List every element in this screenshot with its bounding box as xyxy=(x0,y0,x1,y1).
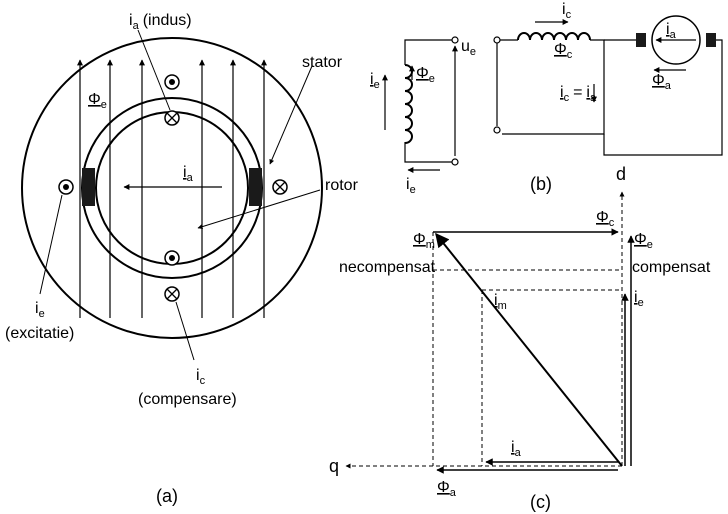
label-excitatie: (excitatie) xyxy=(5,325,74,342)
stator-outer-circle xyxy=(21,37,323,339)
terminal-bottom xyxy=(451,158,459,166)
label-ue: ue xyxy=(461,38,476,58)
label-compensare: (compensare) xyxy=(138,391,237,408)
label-phi-e-c: Φe xyxy=(634,231,653,251)
conductor-cross-right xyxy=(272,179,288,195)
conductor-cross-bottom xyxy=(164,286,180,302)
leader-ie xyxy=(39,194,63,295)
excitation-wire xyxy=(404,39,455,163)
panel-c: d q Φc Φm Φe necompensat compensat im ie… xyxy=(329,164,711,512)
label-q-axis: q xyxy=(329,456,339,476)
label-phi-e-b: Φe xyxy=(416,65,435,85)
brush-left xyxy=(636,33,646,47)
caption-c: (c) xyxy=(530,492,551,512)
excitation-coil xyxy=(404,64,413,144)
leader-ia-indus xyxy=(137,29,171,111)
leader-stator xyxy=(269,65,313,165)
label-ia-c: ia xyxy=(511,439,522,459)
terminal-b-left-bottom xyxy=(493,126,501,134)
brush-right xyxy=(706,33,716,47)
pole-right xyxy=(249,168,262,206)
label-necompensat: necompensat xyxy=(339,259,436,276)
label-ic-eq-ia: ic=ia xyxy=(560,84,597,104)
label-phi-e: Φe xyxy=(88,91,107,111)
label-ie-bottom: ie xyxy=(406,176,416,196)
caption-b: (b) xyxy=(530,174,552,194)
pole-left xyxy=(82,168,95,206)
leader-ic xyxy=(175,301,195,361)
label-ic-top: ic xyxy=(562,1,572,21)
armature-wire xyxy=(603,39,723,156)
label-phi-m: Φm xyxy=(413,231,435,251)
label-ia-indus: ia(indus) xyxy=(129,12,192,32)
label-ie: ie xyxy=(35,300,45,320)
label-d-axis: d xyxy=(616,164,626,184)
conductor-cross-top xyxy=(164,110,180,126)
panel-a: ia(indus) stator rotor Φe ia ie (excitat… xyxy=(5,12,359,506)
label-compensat: compensat xyxy=(632,259,711,276)
label-ia-center: ia xyxy=(183,164,194,184)
panel-b: ie Φe ue ie ic Φc ic=ia ia Φa (b) xyxy=(370,1,723,196)
leader-rotor xyxy=(197,189,321,230)
terminal-top xyxy=(451,36,459,44)
conductor-dot-bottom xyxy=(164,250,180,266)
label-phi-c-c: Φc xyxy=(596,209,615,229)
caption-a: (a) xyxy=(156,486,178,506)
label-ie-c: ie xyxy=(634,289,644,309)
label-ie-left: ie xyxy=(370,71,380,91)
flux-lines xyxy=(77,59,267,318)
label-phi-a-b: Φa xyxy=(652,72,672,92)
label-phi-a-c: Φa xyxy=(437,479,457,499)
rotor-circle xyxy=(95,111,249,265)
label-ia-motor: ia xyxy=(666,21,677,41)
conductor-dot-left xyxy=(58,179,74,195)
conductor-dot-top xyxy=(164,74,180,90)
label-im: im xyxy=(494,292,507,312)
label-ic: ic xyxy=(196,367,206,387)
compensation-coil xyxy=(517,32,591,41)
label-phi-c-b: Φc xyxy=(554,41,573,61)
label-rotor: rotor xyxy=(325,177,359,194)
label-stator: stator xyxy=(302,54,343,71)
vector-phi-m xyxy=(435,232,623,467)
terminal-b-left-top xyxy=(493,36,501,44)
